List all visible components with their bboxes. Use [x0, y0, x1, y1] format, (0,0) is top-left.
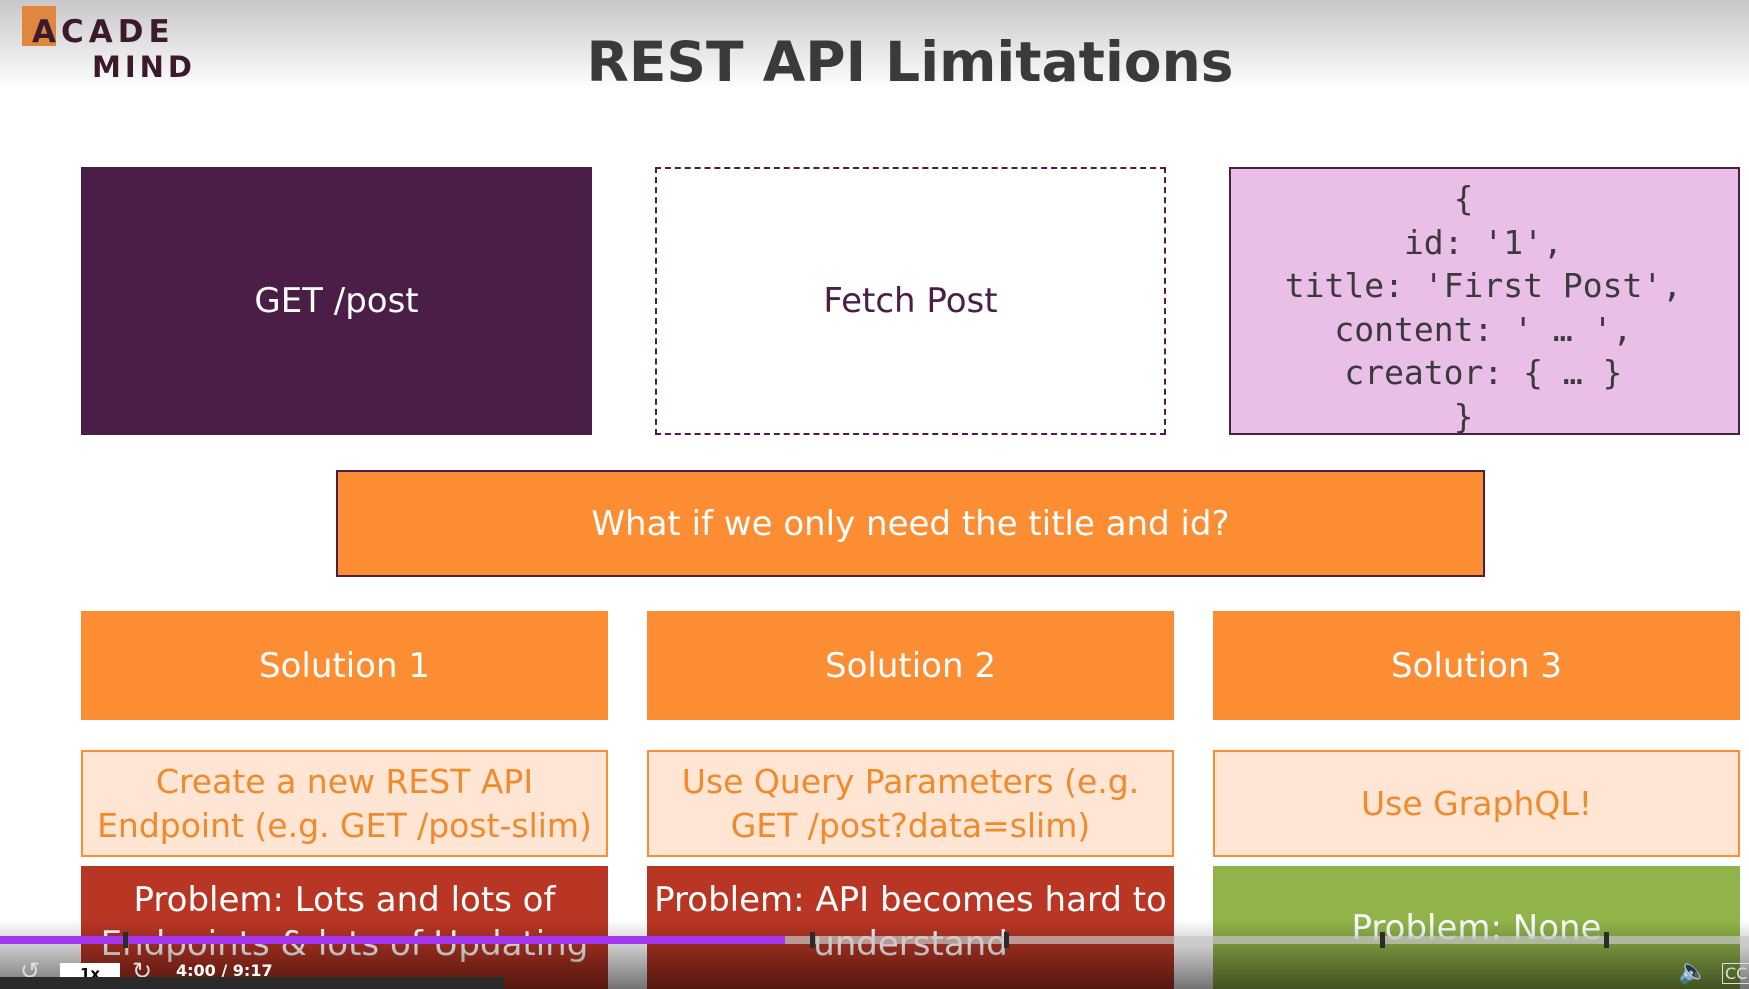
solution-2-approach-text: Use Query Parameters (e.g. GET /post?dat… — [681, 761, 1140, 845]
captions-icon[interactable]: CC — [1722, 963, 1749, 984]
solution-3-approach-text: Use GraphQL! — [1361, 783, 1592, 823]
solution-3-header: Solution 3 — [1213, 611, 1740, 720]
top-shade — [0, 0, 1749, 90]
fetch-post-box: Fetch Post — [655, 167, 1166, 435]
logo-text-line2: MIND — [92, 50, 196, 84]
chapter-marker[interactable] — [1380, 932, 1385, 948]
solution-3-approach: Use GraphQL! — [1213, 750, 1740, 857]
solution-2-approach: Use Query Parameters (e.g. GET /post?dat… — [647, 750, 1174, 857]
solution-1-header: Solution 1 — [81, 611, 608, 720]
solution-3-label: Solution 3 — [1391, 645, 1562, 686]
chapter-marker[interactable] — [1004, 932, 1009, 948]
volume-icon[interactable]: 🔈 — [1678, 957, 1708, 985]
question-label: What if we only need the title and id? — [591, 503, 1230, 544]
playback-time: 4:00 / 9:17 — [176, 961, 273, 980]
question-box: What if we only need the title and id? — [336, 470, 1485, 577]
solution-1-label: Solution 1 — [259, 645, 430, 686]
solution-2-label: Solution 2 — [825, 645, 996, 686]
status-url-bar — [0, 977, 504, 989]
logo-mark-icon — [22, 6, 56, 46]
request-box: GET /post — [81, 167, 592, 435]
progress-fill — [0, 936, 785, 944]
response-json: { id: '1', title: 'First Post', content:… — [1284, 179, 1683, 436]
solution-1-approach: Create a new REST API Endpoint (e.g. GET… — [81, 750, 608, 857]
response-json-box: { id: '1', title: 'First Post', content:… — [1229, 167, 1740, 436]
progress-track[interactable] — [0, 936, 1749, 944]
request-label: GET /post — [254, 281, 419, 321]
slide-title: REST API Limitations — [586, 30, 1234, 94]
chapter-marker[interactable] — [1604, 932, 1609, 948]
solution-2-header: Solution 2 — [647, 611, 1174, 720]
academind-logo: ACADE MIND — [22, 6, 197, 86]
logo-text-line1: ACADE — [32, 14, 175, 50]
chapter-marker[interactable] — [810, 932, 815, 948]
chapter-marker[interactable] — [123, 932, 128, 948]
solution-1-approach-text: Create a new REST API Endpoint (e.g. GET… — [97, 761, 592, 845]
fetch-post-label: Fetch Post — [823, 281, 998, 321]
